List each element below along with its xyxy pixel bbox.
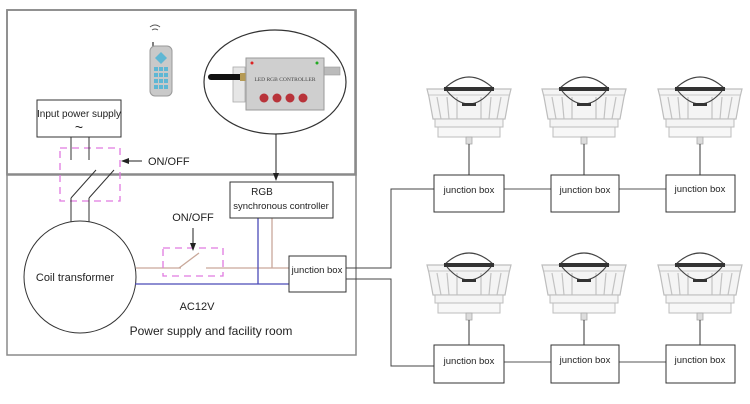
junction-box-label: junction box xyxy=(674,355,726,366)
bottom-row: junction box junction box junction box xyxy=(426,252,743,384)
rgb-synchronous-controller-box: RGB synchronous controller xyxy=(229,181,334,219)
input-power-supply-label: Input power supply xyxy=(37,109,121,120)
junction-box: junction box xyxy=(433,174,505,213)
junction-box-label: junction box xyxy=(443,356,495,367)
junction-box-label: junction box xyxy=(559,355,611,366)
room-label: Power supply and facility room xyxy=(130,324,293,338)
main-switch-label: ON/OFF xyxy=(148,156,190,168)
pool-lamp-icon xyxy=(426,76,512,145)
junction-box-label: junction box xyxy=(559,185,611,196)
junction-box: junction box xyxy=(550,174,620,213)
main-switch xyxy=(59,137,142,222)
line-switch xyxy=(162,228,224,277)
rgb-controller-line1: RGB xyxy=(251,187,273,198)
top-row: junction box junction box junction box xyxy=(426,76,743,213)
remote-control-icon xyxy=(149,24,173,97)
junction-box-label: junction box xyxy=(443,185,495,196)
coil-transformer-label: Coil transformer xyxy=(36,272,115,284)
junction-box: junction box xyxy=(665,344,736,384)
ac-symbol-label: ~ xyxy=(75,119,83,135)
controller-device-label: LED RGB CONTROLLER xyxy=(254,77,315,83)
pool-lamp-icon xyxy=(426,252,512,321)
pool-lamp-icon xyxy=(657,76,743,145)
room-junction-box-label: junction box xyxy=(291,265,343,276)
pool-lamp-icon xyxy=(541,252,627,321)
input-power-supply-box: Input power supply ~ xyxy=(36,99,122,138)
pool-lamp-icon xyxy=(657,252,743,321)
junction-box: junction box xyxy=(550,344,620,384)
junction-box: junction box xyxy=(433,344,505,384)
line-switch-label: ON/OFF xyxy=(172,212,214,224)
junction-box-label: junction box xyxy=(674,184,726,195)
junction-box: junction box xyxy=(665,174,736,213)
feed-line-bottom xyxy=(346,278,434,367)
coil-transformer: Coil transformer xyxy=(23,220,137,334)
facility-room-outline xyxy=(6,9,357,356)
rgb-controller-line2: synchronous controller xyxy=(233,201,329,212)
room-junction-box: junction box xyxy=(288,255,347,293)
feed-line-top xyxy=(346,188,434,269)
led-rgb-controller-device: LED RGB CONTROLLER xyxy=(203,29,347,135)
pool-lamp-icon xyxy=(541,76,627,145)
voltage-label: AC12V xyxy=(180,301,216,313)
